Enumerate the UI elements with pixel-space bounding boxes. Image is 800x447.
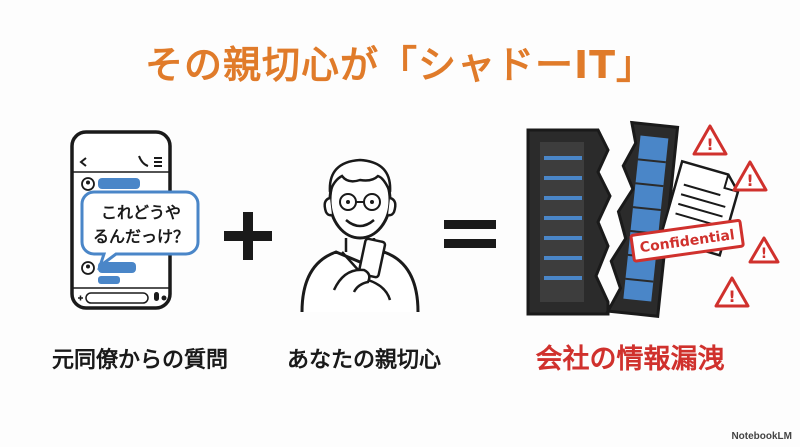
elderly-person-icon: [300, 158, 420, 313]
svg-text:!: !: [746, 171, 753, 190]
smartphone-icon: これどうや るんだっけ？: [70, 130, 200, 310]
svg-text:!: !: [728, 287, 735, 306]
caption-data-leak: 会社の情報漏洩: [535, 344, 725, 375]
bubble-line-2: るんだっけ？: [93, 227, 189, 246]
warning-icon: !: [732, 160, 768, 192]
warning-icon: !: [692, 124, 728, 156]
svg-text:!: !: [761, 246, 767, 262]
warning-icon: !: [714, 276, 750, 308]
brand-logo: NotebookLM: [731, 431, 792, 442]
page-title: その親切心が「シャドーIT」: [144, 43, 656, 87]
caption-kindness: あなたの親切心: [286, 348, 441, 373]
warning-icon: !: [748, 236, 780, 264]
plus-icon: [224, 212, 272, 260]
caption-question: 元同僚からの質問: [51, 348, 228, 373]
svg-text:!: !: [706, 135, 713, 154]
equals-icon: [444, 220, 496, 248]
server-icon: Confidential ! ! ! !: [526, 120, 780, 318]
bubble-line-1: これどうや: [101, 203, 181, 222]
